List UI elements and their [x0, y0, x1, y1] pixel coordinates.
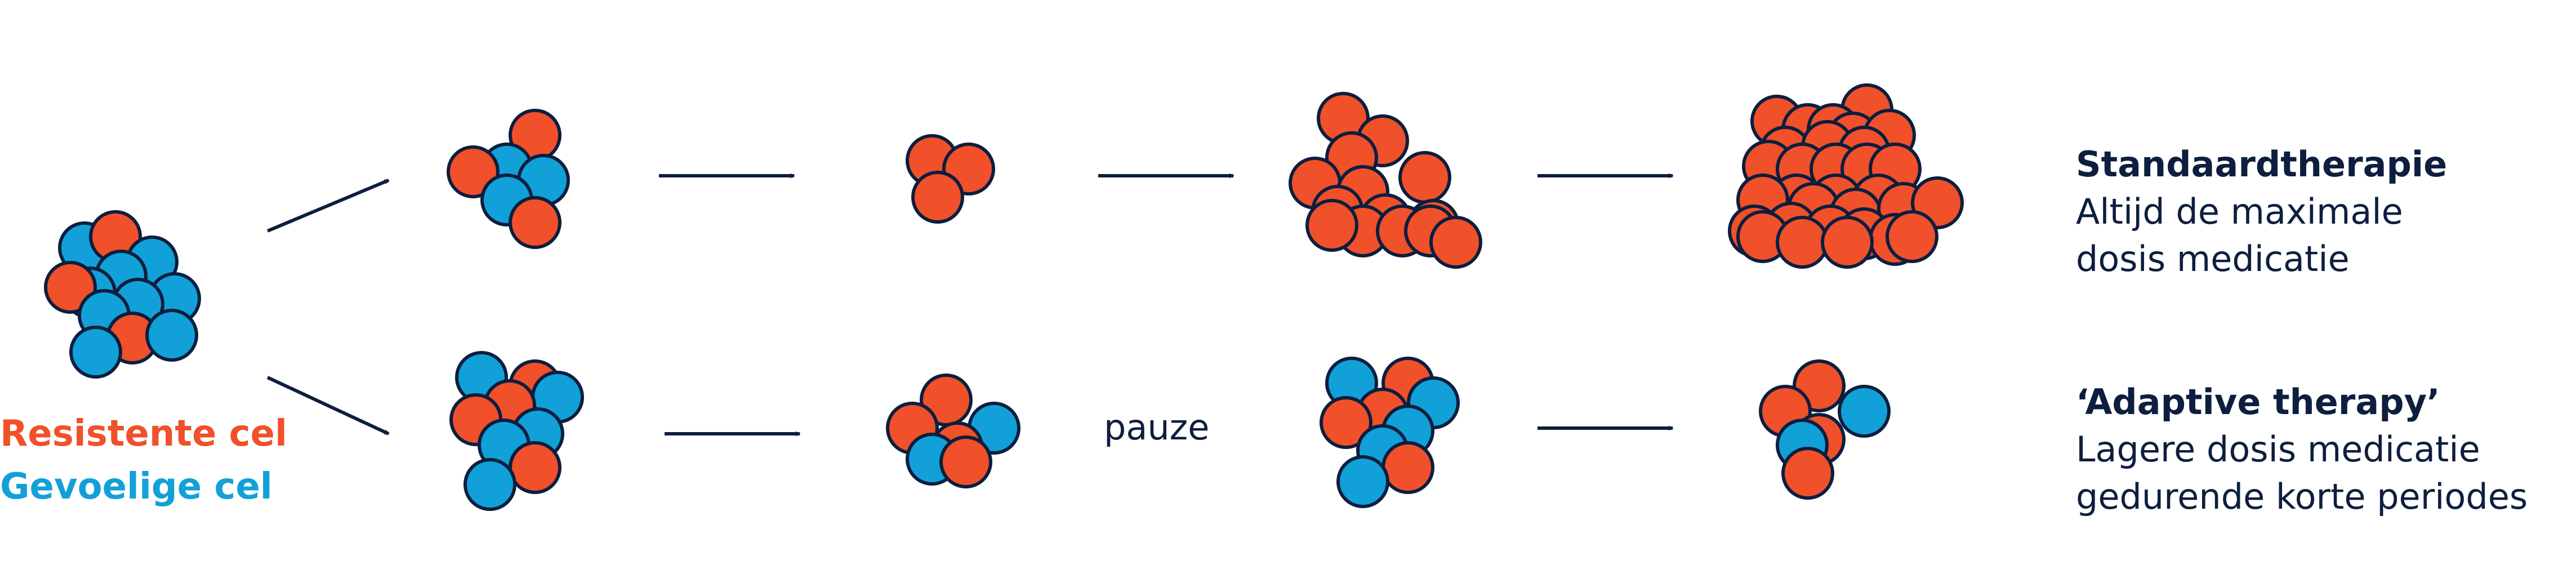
- resistant-cell: [509, 196, 561, 249]
- adaptive-stage-3: [1320, 357, 1460, 508]
- arrow-initial-to-standard: [266, 179, 390, 233]
- legend-resistant-cell: Resistente cel: [0, 413, 287, 455]
- standard-therapy-line2: dosis medicatie: [2076, 238, 2350, 279]
- legend-sensitive-cell: Gevoelige cel: [0, 466, 273, 508]
- standard-therapy-line1: Altijd de maximale: [2076, 191, 2403, 232]
- resistant-cell: [1320, 396, 1372, 449]
- resistant-cell: [1429, 216, 1482, 269]
- arrow-initial-to-adaptive: [266, 376, 390, 435]
- resistant-cell: [1398, 151, 1451, 204]
- resistant-cell: [1305, 199, 1358, 252]
- sensitive-cell: [463, 458, 516, 511]
- resistant-cell: [939, 435, 992, 488]
- adaptive-stage-4: [1759, 359, 1891, 500]
- adaptive-stage-2: [886, 373, 1020, 488]
- resistant-cell: [1886, 210, 1938, 263]
- standard-therapy-title: Standaardtherapie: [2076, 144, 2448, 185]
- initial-tumor: [44, 210, 201, 379]
- resistant-cell: [1381, 441, 1434, 494]
- resistant-cell: [509, 441, 561, 494]
- adaptive-therapy-title: ‘Adaptive therapy’: [2076, 381, 2440, 423]
- standard-stage-3: [1289, 92, 1482, 269]
- resistant-cell: [44, 261, 97, 314]
- standard-therapy-label: Standaardtherapie Altijd de maximale dos…: [2076, 141, 2447, 283]
- resistant-cell: [911, 171, 964, 224]
- resistant-cell: [447, 145, 500, 198]
- sensitive-cell: [1336, 455, 1389, 508]
- sensitive-cell: [1838, 385, 1891, 438]
- adaptive-stage-1: [449, 351, 584, 511]
- standard-stage-2: [906, 134, 995, 224]
- sensitive-cell: [69, 326, 122, 379]
- resistant-cell: [1821, 216, 1874, 269]
- pause-label: pauze: [1104, 407, 1210, 448]
- resistant-cell: [1776, 216, 1829, 269]
- adaptive-therapy-label: ‘Adaptive therapy’ Lagere dosis medicati…: [2076, 379, 2528, 521]
- resistant-cell: [1781, 447, 1834, 500]
- adaptive-therapy-line1: Lagere dosis medicatie: [2076, 429, 2480, 470]
- adaptive-therapy-line2: gedurende korte periodes: [2076, 476, 2528, 517]
- standard-stage-4: [1728, 83, 1964, 269]
- sensitive-cell: [145, 309, 198, 362]
- standard-stage-1: [447, 109, 570, 249]
